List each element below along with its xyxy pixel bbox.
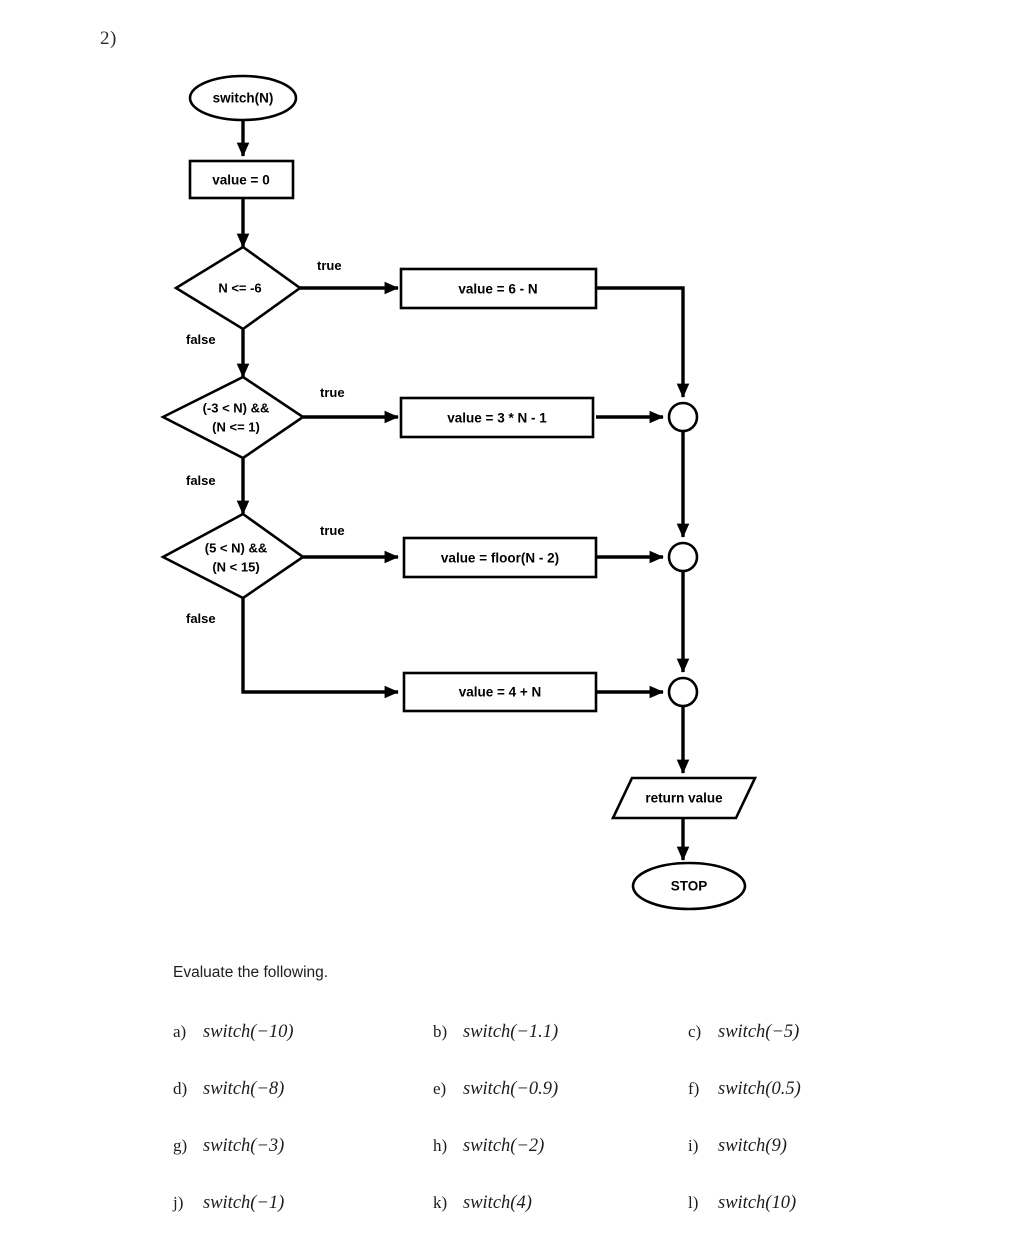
action-node-2: value = 3 * N - 1: [399, 396, 595, 439]
start-node-label: switch(N): [213, 91, 274, 106]
question-item-h[interactable]: h) switch(−2): [433, 1136, 688, 1157]
action-node-3-label: value = floor(N - 2): [441, 551, 559, 566]
question-label-k: k): [433, 1193, 448, 1212]
edge-action1-to-merge1: [596, 286, 690, 398]
question-label-a: a): [173, 1022, 187, 1041]
action-node-1-label: value = 6 - N: [458, 282, 537, 297]
question-label-f: f): [688, 1079, 700, 1098]
question-expr-i: switch(9): [718, 1136, 787, 1156]
decision-node-3-label-line1: (5 < N) &&: [205, 540, 267, 555]
question-label-d: d): [173, 1079, 188, 1098]
return-node: return value: [610, 776, 758, 820]
decision-1-false-label: false: [186, 332, 216, 347]
action-node-2-label: value = 3 * N - 1: [447, 411, 547, 426]
action-node-3: value = floor(N - 2): [402, 536, 598, 579]
question-item-l[interactable]: l) switch(10): [688, 1193, 873, 1214]
question-item-f[interactable]: f) switch(0.5): [688, 1079, 873, 1100]
question-item-g[interactable]: g) switch(−3): [173, 1136, 433, 1157]
start-node: switch(N): [188, 74, 298, 122]
question-row: j) switch(−1) k) switch(4) l) switch(10): [173, 1193, 873, 1250]
decision-2-true-label: true: [320, 385, 345, 400]
question-row: a) switch(−10) b) switch(−1.1) c) switch…: [173, 1022, 873, 1079]
action-node-4: value = 4 + N: [402, 671, 598, 713]
question-expr-d: switch(−8): [203, 1079, 285, 1099]
question-row: g) switch(−3) h) switch(−2) i) switch(9): [173, 1136, 873, 1193]
question-item-c[interactable]: c) switch(−5): [688, 1022, 873, 1043]
question-item-e[interactable]: e) switch(−0.9): [433, 1079, 688, 1100]
question-list: a) switch(−10) b) switch(−1.1) c) switch…: [173, 1022, 873, 1250]
question-expr-h: switch(−2): [463, 1136, 545, 1156]
flowchart-diagram: switch(N) value = 0 N <= -6 true false (…: [160, 74, 758, 911]
merge-node-1: [667, 401, 699, 433]
decision-node-3: (5 < N) && (N < 15): [160, 512, 306, 600]
question-expr-l: switch(10): [718, 1193, 797, 1213]
question-expr-b: switch(−1.1): [463, 1022, 559, 1042]
question-number: 2): [100, 28, 117, 49]
stop-node: STOP: [631, 861, 747, 911]
question-row: d) switch(−8) e) switch(−0.9) f) switch(…: [173, 1079, 873, 1136]
question-item-k[interactable]: k) switch(4): [433, 1193, 688, 1214]
decision-node-2-label-line2: (N <= 1): [212, 419, 260, 434]
stop-node-label: STOP: [671, 879, 708, 894]
question-label-g: g): [173, 1136, 188, 1155]
return-node-label: return value: [645, 791, 723, 806]
question-label-c: c): [688, 1022, 702, 1041]
instruction-text: Evaluate the following.: [173, 964, 329, 981]
question-expr-g: switch(−3): [203, 1136, 285, 1156]
init-node: value = 0: [188, 159, 295, 200]
question-label-j: j): [173, 1193, 184, 1212]
question-expr-c: switch(−5): [718, 1022, 800, 1042]
question-expr-f: switch(0.5): [718, 1079, 801, 1099]
question-label-b: b): [433, 1022, 448, 1041]
action-node-4-label: value = 4 + N: [459, 685, 542, 700]
decision-3-false-label: false: [186, 611, 216, 626]
question-item-i[interactable]: i) switch(9): [688, 1136, 873, 1157]
question-expr-j: switch(−1): [203, 1193, 285, 1213]
question-item-b[interactable]: b) switch(−1.1): [433, 1022, 688, 1043]
decision-node-1: N <= -6: [173, 245, 303, 331]
question-item-j[interactable]: j) switch(−1): [173, 1193, 433, 1214]
question-item-d[interactable]: d) switch(−8): [173, 1079, 433, 1100]
decision-node-2-label-line1: (-3 < N) &&: [203, 400, 270, 415]
question-expr-k: switch(4): [463, 1193, 532, 1213]
question-expr-e: switch(−0.9): [463, 1079, 559, 1099]
decision-node-3-label-line2: (N < 15): [212, 559, 259, 574]
decision-node-1-label: N <= -6: [218, 280, 261, 295]
question-label-l: l): [688, 1193, 699, 1212]
action-node-1: value = 6 - N: [399, 267, 598, 310]
question-label-e: e): [433, 1079, 447, 1098]
edge-decision3-false: [241, 598, 399, 699]
decision-3-true-label: true: [320, 523, 345, 538]
merge-node-2: [667, 541, 699, 573]
decision-1-true-label: true: [317, 258, 342, 273]
decision-node-2: (-3 < N) && (N <= 1): [160, 375, 306, 460]
question-label-h: h): [433, 1136, 448, 1155]
question-item-a[interactable]: a) switch(−10): [173, 1022, 433, 1043]
merge-node-3: [667, 676, 699, 708]
init-node-label: value = 0: [212, 173, 269, 188]
question-label-i: i): [688, 1136, 699, 1155]
decision-2-false-label: false: [186, 473, 216, 488]
question-expr-a: switch(−10): [203, 1022, 294, 1042]
